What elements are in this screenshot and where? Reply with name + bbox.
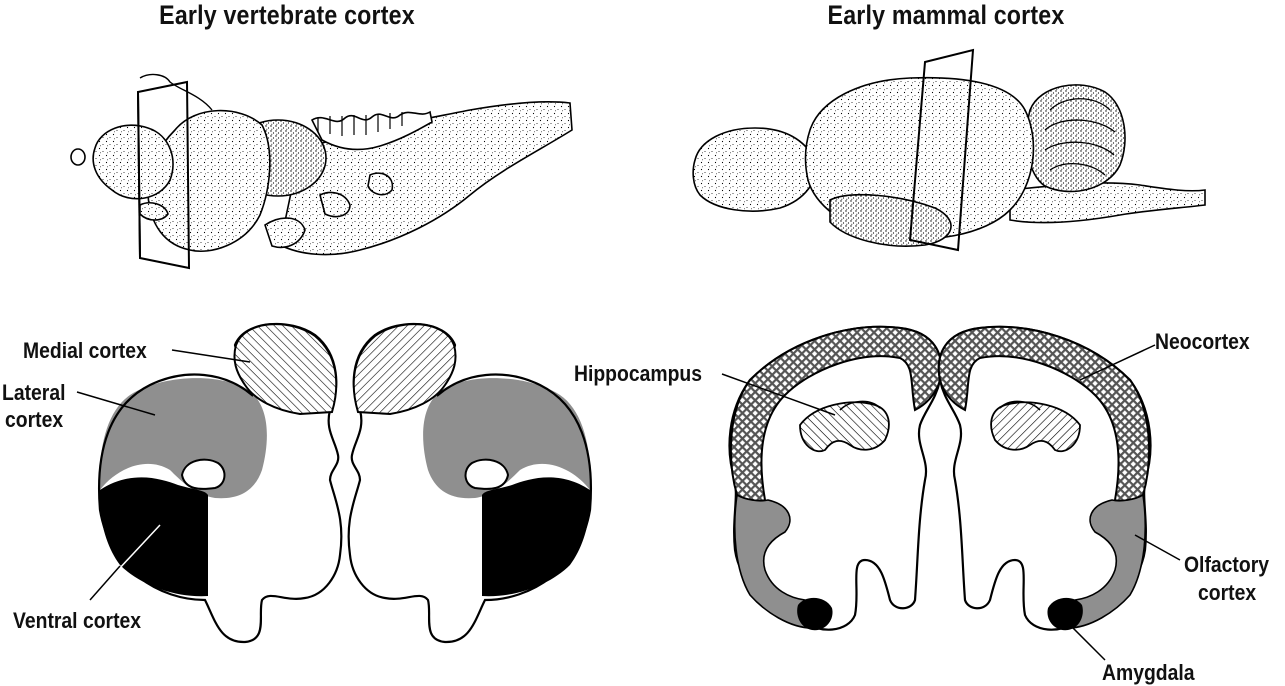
amygdala-region (797, 597, 833, 631)
mammal-right-hemisphere (937, 325, 1152, 631)
medial-cortex-label: Medial cortex (23, 338, 147, 363)
olfactory-cortex-label-line2: cortex (1198, 580, 1257, 605)
hippocampus-label: Hippocampus (574, 361, 703, 386)
vertebrate-cortex-section (76, 322, 592, 644)
neocortex-label: Neocortex (1155, 329, 1250, 354)
olfactory-cortex-region (733, 493, 814, 629)
vertebrate-brain-illustration (70, 73, 573, 270)
medial-cortex-region (233, 323, 338, 416)
lateral-cortex-label-line2: cortex (5, 407, 64, 432)
lateral-cortex-label-line1: Lateral (2, 380, 66, 405)
vertebrate-right-hemisphere (347, 322, 592, 644)
mammal-cortex-title: Early mammal cortex (827, 0, 1065, 30)
amygdala-label: Amygdala (1102, 660, 1195, 685)
ventral-cortex-label: Ventral cortex (13, 608, 142, 633)
vertebrate-left-hemisphere (98, 322, 343, 644)
lateral-cortex-region (99, 378, 267, 499)
ventral-cortex-region (99, 477, 208, 597)
mammal-brain-illustration (692, 48, 1206, 252)
mammal-cortex-section (721, 325, 1181, 661)
mammal-left-hemisphere (728, 325, 943, 631)
vertebrate-cortex-title: Early vertebrate cortex (159, 0, 415, 30)
olfactory-cortex-label-line1: Olfactory (1184, 552, 1270, 577)
